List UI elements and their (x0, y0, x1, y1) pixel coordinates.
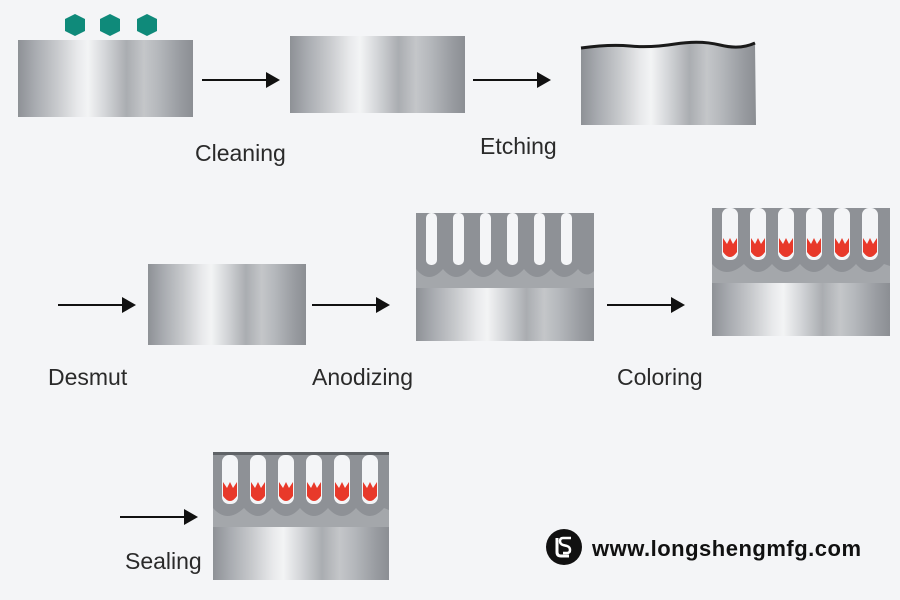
raw-aluminum-block (18, 40, 193, 117)
etched-block (580, 40, 756, 125)
arrow-to-coloring (607, 297, 685, 313)
etching-label: Etching (480, 133, 557, 159)
arrow-to-anodizing (312, 297, 390, 313)
cleaning-label: Cleaning (195, 140, 286, 166)
sealed-porous-block (213, 452, 389, 580)
arrow-to-etching (473, 72, 551, 88)
contaminant-particle-2 (98, 13, 122, 37)
arrow-to-desmut (58, 297, 136, 313)
cleaned-block (290, 36, 465, 113)
contaminant-particle-3 (135, 13, 159, 37)
sealing-label: Sealing (125, 548, 202, 574)
contaminant-particle-1 (63, 13, 87, 37)
desmutted-block (148, 264, 306, 345)
colored-porous-block (712, 208, 890, 336)
longsheng-logo-icon (546, 529, 582, 565)
arrow-to-sealing (120, 509, 198, 525)
anodized-porous-block (416, 213, 594, 341)
website-url[interactable]: www.longshengmfg.com (592, 536, 862, 561)
coloring-label: Coloring (617, 364, 703, 390)
desmut-label: Desmut (48, 364, 128, 390)
arrow-to-cleaning (202, 72, 280, 88)
anodizing-label: Anodizing (312, 364, 414, 390)
